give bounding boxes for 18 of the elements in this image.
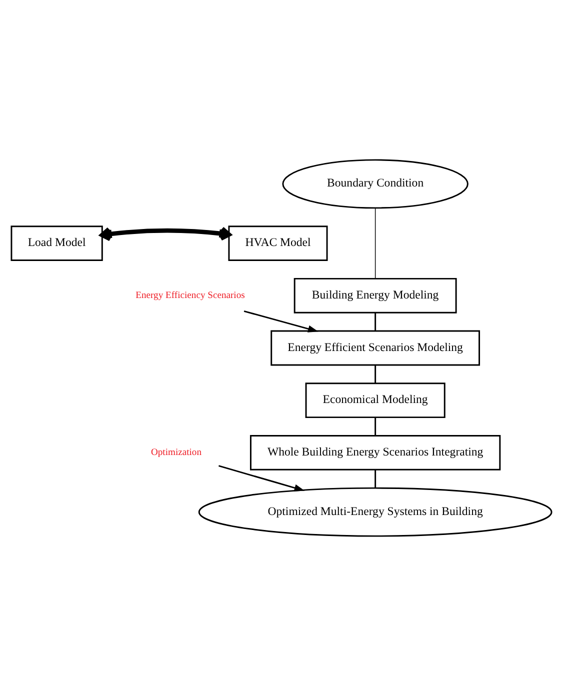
node-text: Optimization <box>150 447 202 458</box>
arrow <box>244 310 318 332</box>
connector <box>374 208 376 279</box>
connector <box>374 312 376 331</box>
arrow <box>218 465 305 492</box>
node-ellipse: Optimized Multi-Energy Systems in Building <box>198 487 552 537</box>
connector <box>374 417 376 436</box>
arrow <box>100 226 232 242</box>
node-text: Energy Efficiency Scenarios <box>136 290 245 302</box>
node-box: HVAC Model <box>228 226 328 261</box>
node-box: Whole Building Energy Scenarios Integrating <box>250 435 501 470</box>
connector <box>374 470 376 488</box>
node-box: Building Energy Modeling <box>294 278 457 314</box>
node-box: Energy Efficient Scenarios Modeling <box>270 330 480 366</box>
node-box: Load Model <box>10 226 103 261</box>
node-box: Economical Modeling <box>305 382 446 418</box>
node-ellipse: Boundary Condition <box>282 159 468 209</box>
connector <box>374 365 376 384</box>
